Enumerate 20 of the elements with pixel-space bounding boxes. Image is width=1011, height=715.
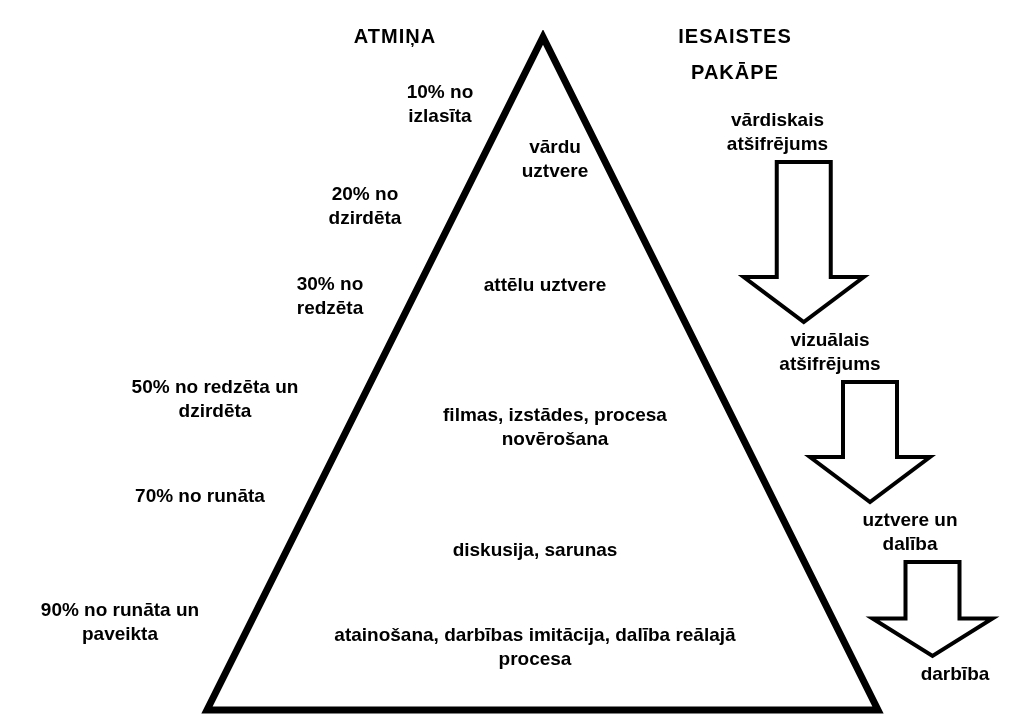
heading: IESAISTES PAKĀPE [677,24,793,85]
memory-label: 90% no runāta un paveikta [39,598,201,646]
heading: ATMIŅA [352,24,438,49]
stage-label: uztvere un dalība [861,508,959,556]
level-text: atainošana, darbības imitācija, dalība reālajā procesa [333,623,737,671]
memory-label: 10% no izlasīta [405,80,475,128]
memory-label: 70% no runāta [134,484,266,508]
stage-label: darbība [919,662,991,686]
stage-label: vizuālais atšifrējums [778,328,882,376]
memory-label: 50% no redzēta un dzirdēta [130,375,300,423]
block-arrow [737,160,870,325]
block-arrow [865,560,1000,659]
memory-label: 30% no redzēta [295,272,365,320]
level-text: attēlu uztvere [482,273,608,297]
level-text: filmas, izstādes, procesa novērošana [442,403,668,451]
memory-label: 20% no dzirdēta [327,182,403,230]
level-text: vārdu uztvere [520,135,590,183]
stage-label: vārdiskais atšifrējums [725,108,830,156]
block-arrow [804,380,936,505]
level-text: diskusija, sarunas [451,538,619,562]
